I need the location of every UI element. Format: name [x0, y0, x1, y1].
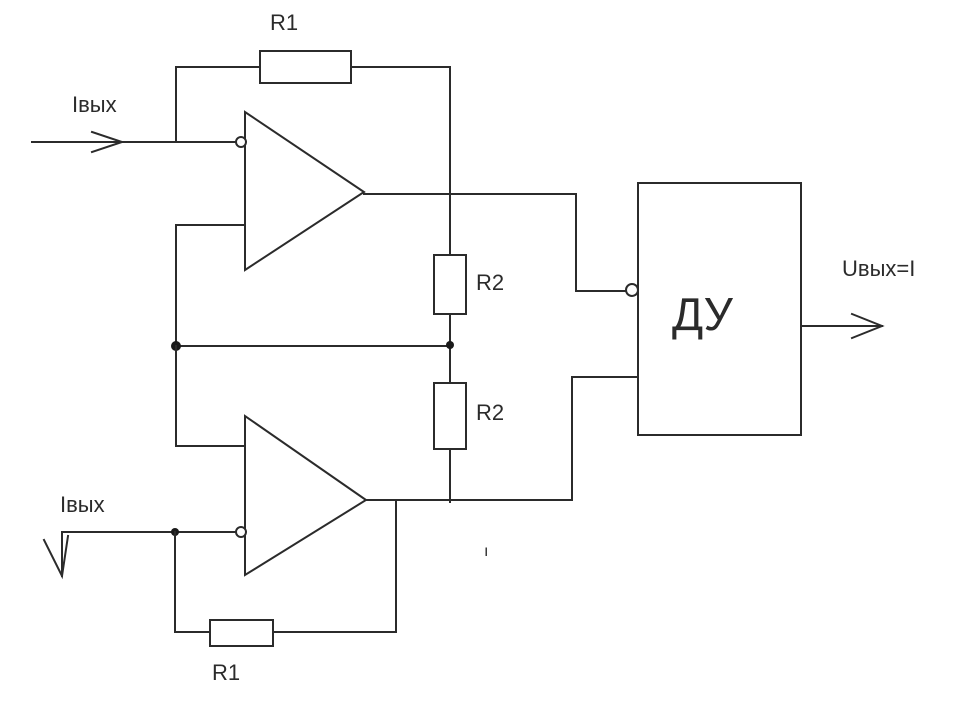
opamp-top-inverting-input: [235, 136, 247, 148]
label-r1-top: R1: [270, 10, 298, 35]
label-r2-upper: R2: [476, 270, 504, 295]
wire-r1-top-left: [175, 66, 261, 143]
opamp-top: [244, 110, 366, 272]
label-r2-lower: R2: [476, 400, 504, 425]
label-r1-bottom: R1: [212, 660, 240, 685]
wire-bottom-input: [61, 531, 237, 577]
label-output: Uвых=I: [842, 256, 915, 281]
stray-mark: ı: [484, 543, 488, 560]
bottom-input-arrow: [42, 534, 70, 580]
opamp-bottom: [244, 414, 368, 577]
diff-amp-inverting-input: [625, 283, 639, 297]
resistor-r1-bottom: [209, 619, 274, 647]
top-input-arrow: [31, 130, 126, 154]
wire-r1-top-right: [350, 66, 451, 256]
opamp-bottom-inverting-input: [235, 526, 247, 538]
diff-amp-block: [637, 182, 802, 436]
wire-r1-bottom-left: [174, 531, 211, 633]
label-input-bottom: Iвых: [60, 492, 105, 517]
output-arrow: [850, 312, 885, 340]
resistor-r2-lower: [433, 382, 467, 450]
wire-opamp-bottom-output: [365, 376, 639, 501]
label-input-top: Iвых: [72, 92, 117, 117]
wire-opamp-top-output: [363, 193, 627, 292]
junction-right: [446, 341, 454, 349]
wire-r1-bottom-right: [272, 499, 397, 633]
wire-opamp-top-noninv: [175, 224, 246, 347]
resistor-r1-top: [259, 50, 352, 84]
label-diff-amp: ДУ: [672, 288, 734, 340]
wire-opamp-bottom-noninv: [175, 345, 246, 447]
resistor-r2-upper: [433, 254, 467, 315]
